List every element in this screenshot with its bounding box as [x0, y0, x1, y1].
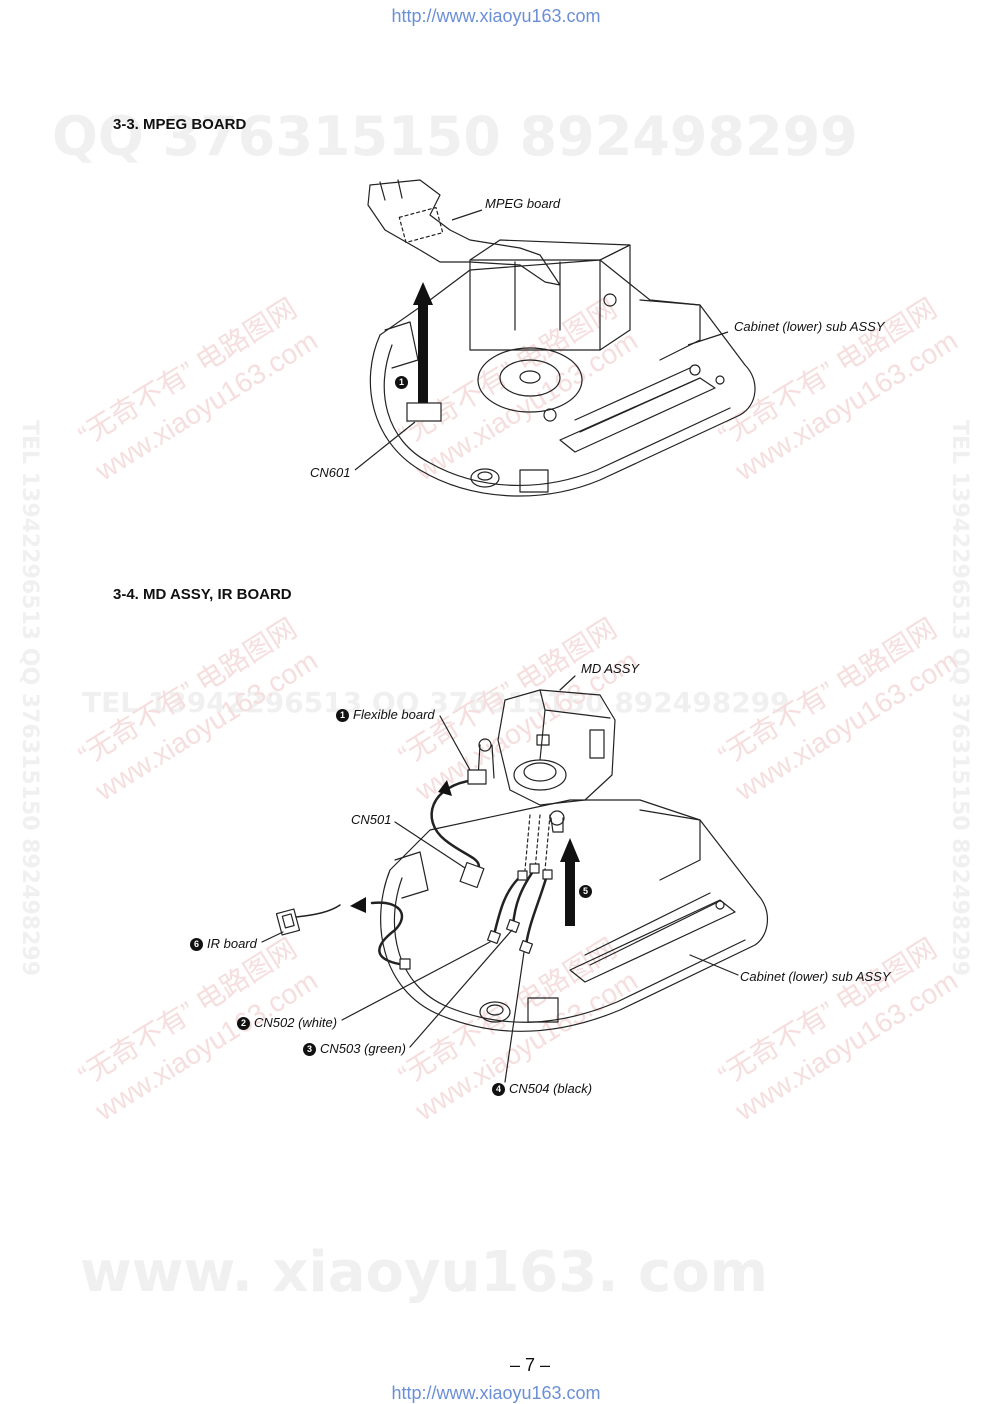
- cn601-connector: [406, 402, 442, 422]
- label-cn601: CN601: [310, 465, 351, 480]
- footer-url[interactable]: http://www.xiaoyu163.com: [391, 1383, 601, 1403]
- leader-cn503: [409, 929, 513, 1048]
- leader-cn501: [394, 821, 466, 869]
- watermark-qq: QQ 376315150 892498299: [52, 105, 858, 168]
- leader-cn502: [341, 941, 491, 1021]
- step-number-1: 1: [395, 376, 408, 389]
- label-md-assy: MD ASSY: [581, 661, 640, 676]
- leader-cabinet-2: [689, 954, 739, 976]
- flexible-arrow: [438, 780, 452, 796]
- step-number-cn502: 2: [237, 1017, 250, 1031]
- step-number-flexible: 1: [336, 709, 349, 723]
- label-cn501: CN501: [351, 812, 392, 827]
- step-number-5: 5: [579, 885, 592, 898]
- page-number: – 7 –: [509, 1355, 551, 1375]
- md-assy-part: [477, 689, 616, 871]
- removal-arrow-step1: [413, 282, 433, 408]
- ir-cable: [370, 901, 407, 967]
- mpeg-board-part: [367, 179, 561, 286]
- label-cabinet-lower-sub-assy-2: Cabinet (lower) sub ASSY: [740, 969, 891, 984]
- watermark-site: www. xiaoyu163. com: [80, 1240, 769, 1305]
- removal-arrow-step5: [560, 838, 580, 926]
- label-cabinet-lower-sub-assy-1: Cabinet (lower) sub ASSY: [734, 319, 885, 334]
- cabinet-lower-sub-assy-top: [369, 239, 756, 497]
- step-number-cn504: 4: [492, 1083, 505, 1097]
- header-url[interactable]: http://www.xiaoyu163.com: [391, 6, 601, 26]
- leader-cabinet-1: [687, 331, 729, 346]
- leader-ir-board: [261, 931, 284, 943]
- leader-md-assy: [559, 675, 576, 691]
- watermark-tel: TEL 13942296513 QQ 376315150 892498299: [82, 686, 790, 719]
- step-number-cn503: 3: [303, 1043, 316, 1057]
- leader-cn601: [354, 421, 416, 471]
- section-title-md-assy-ir-board: 3-4. MD ASSY, IR BOARD: [113, 586, 292, 603]
- step-number-ir: 6: [190, 938, 203, 952]
- ir-arrow: [350, 897, 366, 913]
- leader-mpeg-board: [451, 209, 483, 221]
- leader-cn504: [504, 951, 525, 1083]
- cable-cn503: [511, 868, 536, 927]
- ir-board-part: [275, 908, 301, 936]
- cabinet-lower-sub-assy-bottom: [380, 799, 768, 1032]
- cn501-connector: [459, 861, 485, 889]
- section-title-mpeg-board: 3-3. MPEG BOARD: [113, 116, 247, 133]
- label-mpeg-board: MPEG board: [485, 196, 561, 211]
- cable-cn504: [524, 873, 549, 947]
- leader-flexible-board: [439, 715, 471, 771]
- flexible-board-connector: [467, 769, 487, 785]
